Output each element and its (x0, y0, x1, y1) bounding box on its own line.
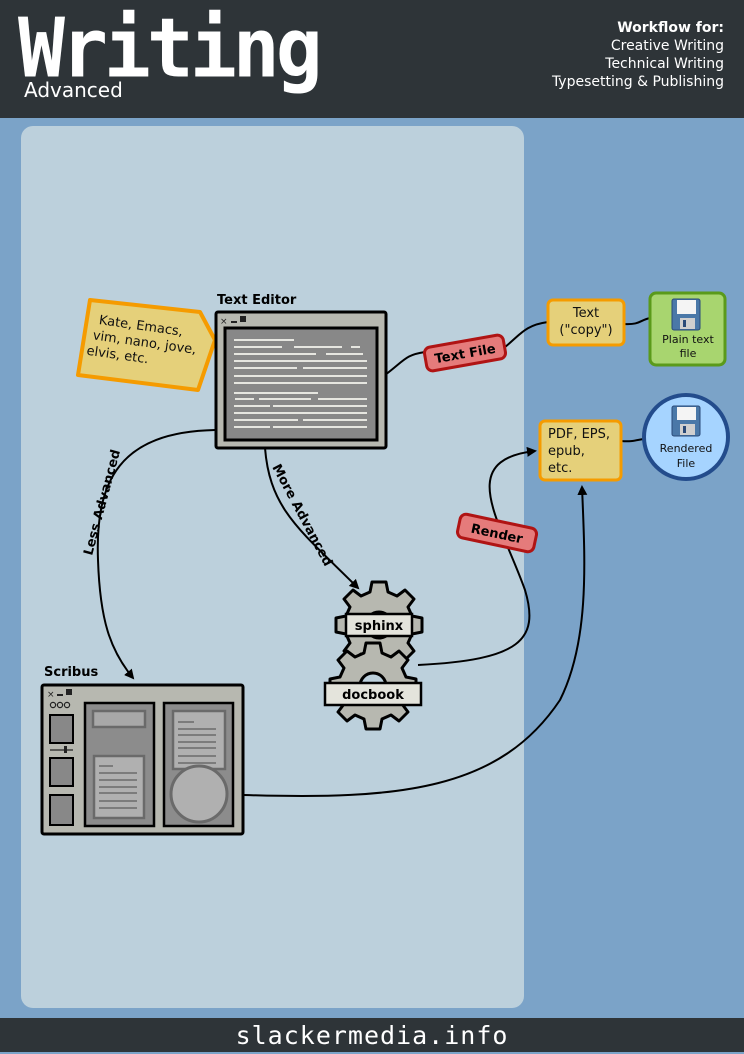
svg-text:PDF, EPS,: PDF, EPS, (548, 427, 610, 442)
pdf-formats-node: PDF, EPS, epub, etc. (538, 419, 623, 482)
floppy-disk-icon (671, 298, 701, 331)
rendered-file-node: Rendered File (642, 393, 730, 481)
page-subtitle: Advanced (24, 78, 123, 102)
edge-less-advanced (96, 429, 216, 680)
svg-text:epub,: epub, (548, 444, 585, 459)
workflow-item: Creative Writing (610, 38, 724, 54)
edge-pdf-rendered (620, 438, 645, 443)
docbook-node: docbook (323, 681, 423, 707)
minimize-icon (57, 694, 63, 696)
less-advanced-label: Less Advanced (81, 448, 124, 557)
maximize-icon (240, 316, 246, 322)
workflow-list: Workflow for: Creative Writing Technical… (552, 19, 724, 91)
svg-text:sphinx: sphinx (355, 619, 404, 634)
edge-scribus-pdf (243, 485, 588, 798)
maximize-icon (66, 689, 72, 695)
svg-text:("copy"): ("copy") (559, 323, 612, 338)
text-lines-icon (234, 339, 367, 428)
edge-render (417, 446, 537, 666)
workflow-item: Technical Writing (605, 56, 724, 72)
close-icon: × (220, 317, 228, 327)
svg-text:etc.: etc. (548, 461, 572, 476)
svg-text:Rendered: Rendered (660, 442, 713, 455)
text-copy-node: Text ("copy") (546, 298, 626, 347)
text-editor-window: × (214, 310, 388, 450)
more-advanced-label: More Advanced (268, 462, 334, 569)
editor-list-tag: Kate, Emacs, vim, nano, jove, elvis, etc… (76, 298, 217, 392)
text-file-edge-label: Text File (422, 333, 508, 373)
workflow-item: Typesetting & Publishing (551, 74, 724, 90)
footer-site[interactable]: slackermedia.info (0, 1018, 744, 1052)
edge-editor-textfile (384, 351, 426, 376)
scribus-window: × (40, 683, 245, 836)
minimize-icon (231, 321, 237, 323)
edge-copy-plaintext (623, 317, 651, 326)
edge-textfile-copy (504, 321, 549, 348)
main-panel (21, 126, 524, 1008)
header: Writing Advanced Workflow for: Creative … (0, 0, 744, 118)
render-edge-label: Render (455, 512, 539, 554)
workflow-heading: Workflow for: (617, 20, 724, 36)
close-icon: × (47, 690, 55, 700)
svg-text:Plain text: Plain text (662, 333, 714, 346)
sphinx-node: sphinx (344, 612, 414, 638)
floppy-disk-icon (671, 405, 701, 437)
text-editor-label: Text Editor (217, 293, 297, 308)
edge-more-advanced (264, 447, 360, 590)
plain-text-file-node: Plain text file (648, 291, 727, 367)
svg-text:Text: Text (572, 306, 599, 321)
svg-text:docbook: docbook (342, 688, 404, 703)
svg-text:file: file (680, 347, 697, 360)
scribus-label: Scribus (44, 665, 98, 680)
page-title: Writing (18, 1, 323, 97)
svg-text:File: File (677, 457, 696, 470)
